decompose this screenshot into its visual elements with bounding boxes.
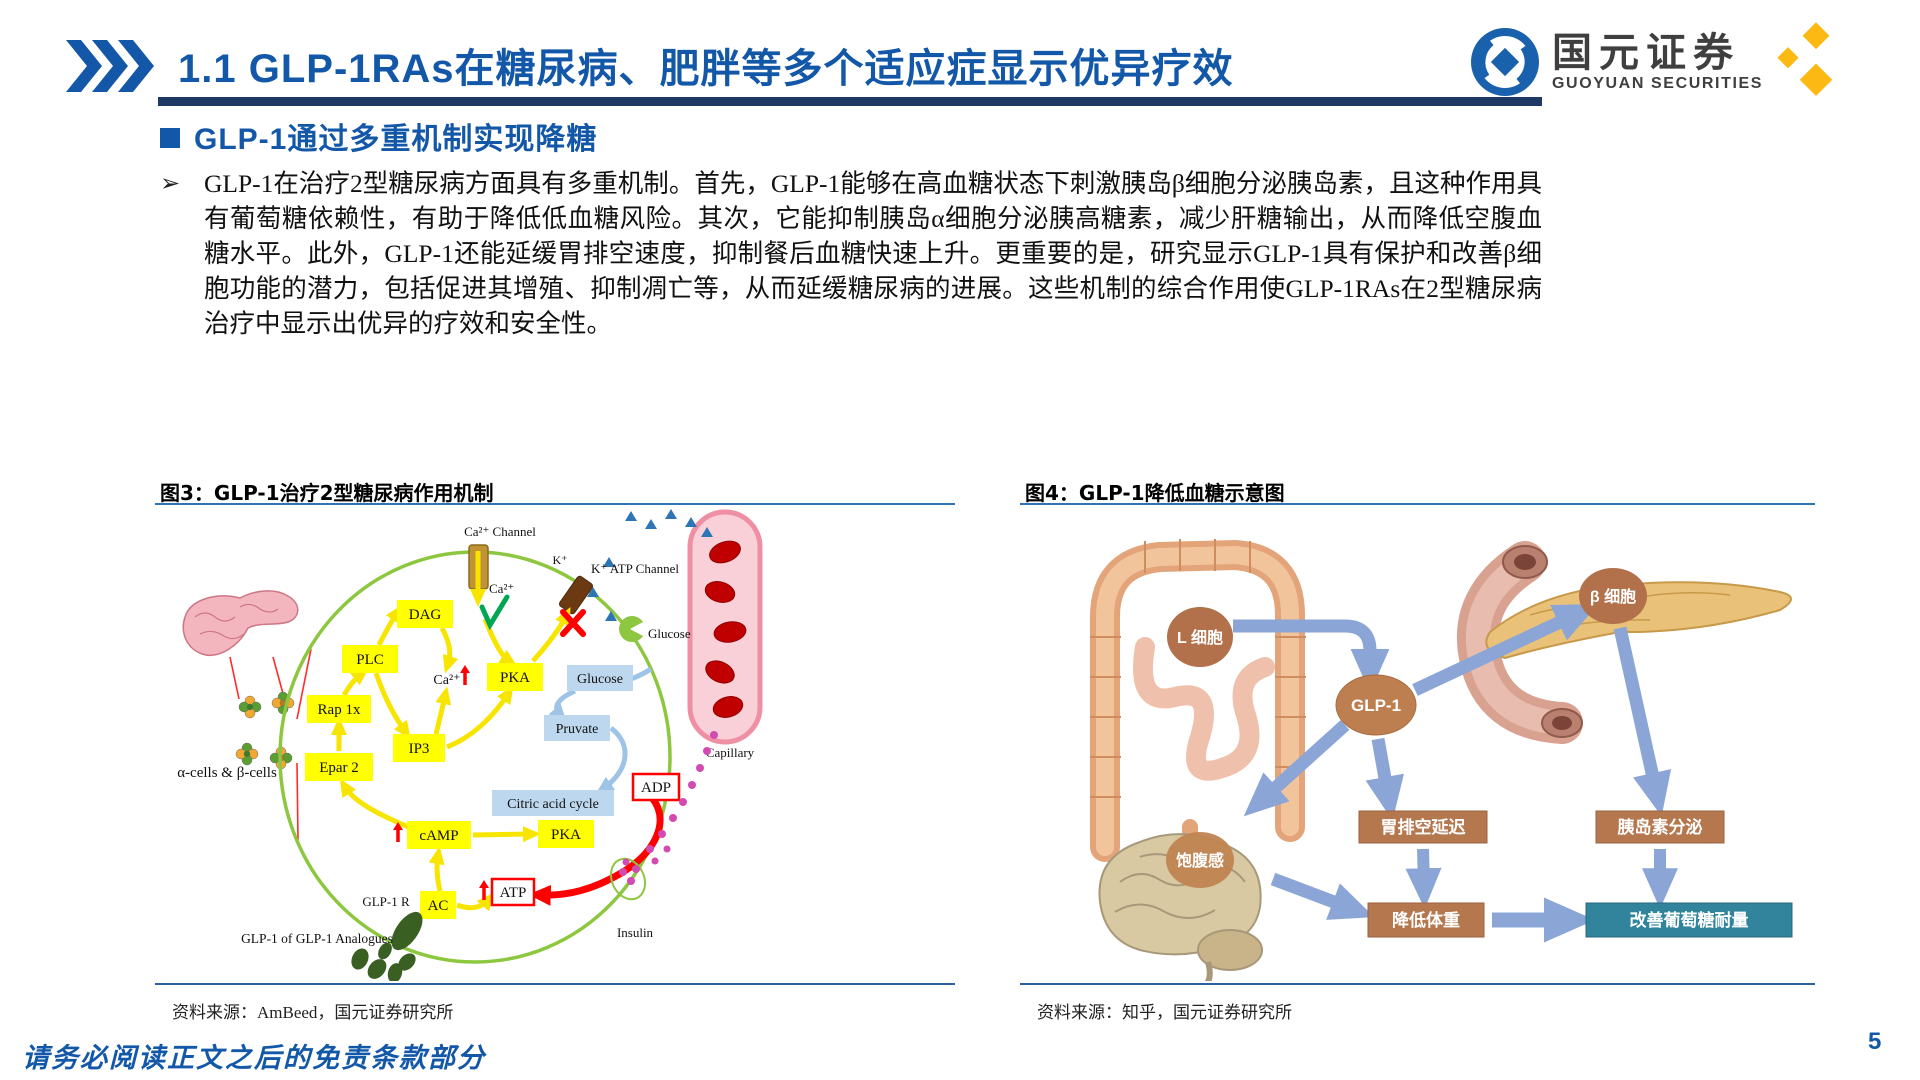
glucose-molecules-icon: [587, 509, 713, 621]
ip3-label: IP3: [409, 741, 430, 757]
ca-ion-top-label: Ca²⁺: [489, 581, 514, 596]
weight-loss-box: [1367, 902, 1485, 938]
metabolite-nodes: Glucose Pruvate Citric acid cycle: [492, 665, 633, 816]
zoom-indicator-lines: [229, 648, 312, 841]
cross-icon: [560, 609, 586, 637]
beta-cell-node: [1579, 568, 1647, 624]
body-paragraph: ➢ GLP-1在治疗2型糖尿病方面具有多重机制。首先，GLP-1能够在高血糖状态…: [160, 166, 1542, 341]
fig4-caption-line: [1020, 503, 1815, 505]
fig4-source: 资料来源：知乎，国元证券研究所: [1037, 1003, 1292, 1022]
footer-disclaimer: 请务必阅读正文之后的免责条款部分: [22, 1043, 486, 1073]
up-arrow-ca-icon: [460, 665, 470, 685]
logo-diamonds-icon: [1777, 22, 1833, 96]
camp-label: cAMP: [419, 828, 458, 844]
ca-channel-label: Ca²⁺ Channel: [464, 524, 536, 539]
glp1-analogue-molecules: [351, 942, 416, 981]
epar2-label: Epar 2: [319, 760, 359, 776]
pruvate-label: Pruvate: [556, 722, 599, 737]
satiety-label: 饱腹感: [1176, 851, 1224, 870]
citric-cycle-label: Citric acid cycle: [507, 797, 599, 812]
square-bullet-icon: [160, 128, 180, 148]
secretion-vesicle-icon: [609, 857, 647, 901]
atp-label: ATP: [500, 885, 527, 901]
weight-loss-label: 降低体重: [1392, 910, 1460, 930]
glucose-tolerance-label: 改善葡萄糖耐量: [1630, 910, 1749, 930]
alpha-beta-cells-label: α-cells & β-cells: [177, 765, 277, 781]
l-cell-label: L 细胞: [1177, 628, 1223, 647]
k-ion-label: K⁺: [553, 553, 568, 567]
adp-box: [631, 772, 681, 802]
intestine-illustration: [1090, 539, 1306, 880]
satiety-node: [1166, 832, 1234, 888]
logo-en-text: GUOYUAN SECURITIES: [1552, 75, 1764, 92]
insulin-granules: [619, 731, 718, 885]
pathway-nodes: DAG PLC Rap 1x Epar 2 IP3 PKA cAMP PKA A…: [305, 600, 594, 919]
fig4-caption: 图4：GLP-1降低血糖示意图: [1025, 481, 1285, 505]
l-cell-node: [1167, 607, 1233, 667]
glp1-analogues-label: GLP-1 of GLP-1 Analogues: [241, 931, 393, 946]
body-paragraph-text: GLP-1在治疗2型糖尿病方面具有多重机制。首先，GLP-1能够在高血糖状态下刺…: [204, 169, 1542, 338]
glucose-inside-label: Glucose: [577, 672, 623, 687]
k-atp-channel-label: K⁺ ATP Channel: [591, 561, 679, 576]
adp-label: ADP: [641, 780, 671, 796]
ac-label: AC: [428, 898, 449, 914]
fig3-caption-line: [155, 503, 955, 505]
glucose-tolerance-box: [1585, 902, 1793, 938]
atp-box: [490, 877, 536, 907]
gastric-emptying-label: 胃排空延迟: [1381, 817, 1466, 837]
pancreas-illustration: [182, 590, 299, 657]
glp1-receptor-icon: [391, 911, 423, 951]
fig3-mechanism-diagram: α-cells & β-cells Capillary Glucose Ca²⁺…: [177, 509, 763, 981]
gastric-emptying-box: [1358, 810, 1488, 844]
fig3-caption: 图3：GLP-1治疗2型糖尿病作用机制: [160, 481, 494, 505]
section-heading: GLP-1通过多重机制实现降糖: [160, 114, 597, 158]
logo-cn-text: 国元证券: [1552, 31, 1740, 75]
fig3-source: 资料来源：AmBeed，国元证券研究所: [172, 1003, 454, 1022]
insulin-label: Insulin: [617, 925, 654, 940]
glp1r-label: GLP-1 R: [362, 894, 410, 909]
page-title: 1.1 GLP-1RAs在糖尿病、肥胖等多个适应症显示优异疗效: [178, 47, 1234, 91]
check-icon: [479, 594, 510, 631]
rap1x-label: Rap 1x: [318, 702, 361, 718]
title-divider-bar: [158, 97, 1542, 106]
fig4-bottom-line: [1020, 983, 1815, 985]
insulin-secretion-label: 胰岛素分泌: [1618, 817, 1703, 837]
flow-arrows: [1233, 603, 1678, 943]
ca-ion-mid-label: Ca²⁺: [433, 673, 460, 688]
up-arrow-atp-icon: [479, 880, 489, 900]
fig3-bottom-line: [155, 983, 955, 985]
dag-label: DAG: [409, 607, 442, 623]
logo-mark-icon: [1471, 28, 1539, 96]
beta-cell-label: β 细胞: [1590, 587, 1636, 606]
header-chevrons-icon: [66, 40, 154, 92]
pka-upper-label: PKA: [500, 670, 530, 686]
capillary-label: Capillary: [706, 745, 755, 760]
company-logo: 国元证券 GUOYUAN SECURITIES: [1468, 22, 1839, 102]
insulin-secretion-box: [1595, 810, 1725, 844]
plc-label: PLC: [356, 652, 384, 668]
pka-lower-label: PKA: [551, 827, 581, 843]
page-number: 5: [1868, 1028, 1882, 1055]
arrow-bullet-icon: ➢: [160, 171, 181, 197]
glp1-node: [1335, 674, 1417, 736]
glucose-outside-label: Glucose: [648, 626, 691, 641]
glucose-transporter-icon: [619, 616, 643, 642]
fig4-glucose-lowering-diagram: L 细胞 β 细胞 GLP-1 饱腹感 胃排空延迟 胰岛素分泌 降低体重 改善葡…: [1090, 539, 1793, 981]
up-arrow-camp-icon: [393, 822, 403, 842]
glp1-label: GLP-1: [1351, 696, 1401, 715]
capillary-illustration: [687, 509, 763, 745]
section-heading-text: GLP-1通过多重机制实现降糖: [194, 123, 598, 156]
